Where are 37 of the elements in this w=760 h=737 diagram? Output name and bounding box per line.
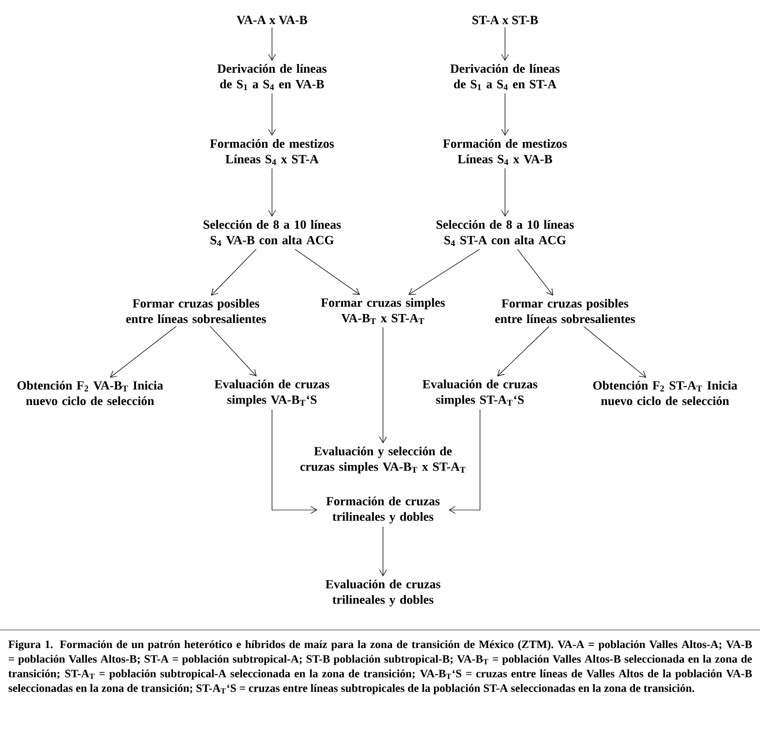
- arrow: [110, 326, 176, 378]
- step-text: Formación de mestizos Líneas S$_{4}$ x VA-B: [443, 139, 567, 165]
- step-text: Obtención F$_{2}$ ST-A$_{T}$ Inicia nuevo ciclo de selección: [593, 380, 738, 406]
- arrow: [210, 326, 257, 376]
- arrow: [448, 409, 480, 514]
- arrow: [379, 326, 387, 444]
- arrow: [210, 248, 257, 296]
- step-text: Evaluación de cruzas simples VA-B$_{T}$‘S: [214, 380, 330, 406]
- step-text: ST-A x ST-B: [472, 16, 538, 24]
- step-text: Obtención F$_{2}$ VA-B$_{T}$ Inicia nuevo ciclo de selección: [17, 380, 163, 406]
- arrow: [497, 326, 550, 376]
- arrow: [268, 92, 276, 136]
- arrow: [294, 248, 360, 295]
- step-text: Selección de 8 a 10 líneas S$_{4}$ VA-B con alta ACG: [204, 220, 341, 246]
- arrow: [272, 409, 318, 514]
- step-text: Formación de mestizos Líneas S$_{4}$ x ST-A: [210, 139, 334, 165]
- step-text: Evaluación de cruzas trilineales y dobles: [326, 580, 440, 606]
- arrow: [501, 168, 509, 217]
- arrow: [268, 27, 276, 61]
- arrow: [583, 326, 646, 378]
- arrow: [408, 248, 480, 295]
- arrow: [517, 248, 554, 296]
- step-text: Evaluación y selección de cruzas simples VA-B$_{T}$ x ST-A$_{T}$: [300, 446, 466, 474]
- step-text: Formar cruzas posibles entre líneas sobresalientes: [126, 298, 266, 324]
- arrow: [501, 27, 509, 61]
- caption: Figura 1. Formación de un patrón heterótico e híbridos de maíz para la zona de transición de México (ZTM). VA-A = población Valles Altos-A; VA-B = población Valles Altos-B; ST-A = población subtropical-A; ST-B población subtropical-B; VA-B$_{T}$ = población Valles Altos-B seleccionada en la zona de transición; ST-A$_{T}$ = población subtropical-A seleccionada en la zona de transición; VA-B$_{T}$‘S = cruzas entre líneas de Valles Altos de la población VA-B seleccionadas en la zona de transición; ST-A$_{T}$‘S = cruzas entre líneas subtropicales de la población ST-A seleccionadas en la zona de transición.: [8, 640, 752, 694]
- step-text: Derivación de líneas de S$_{1}$ a S$_{4}$ en VA-B: [217, 64, 327, 90]
- step-text: VA-A x VA-B: [236, 16, 308, 24]
- arrow: [379, 526, 387, 576]
- arrow: [501, 92, 509, 136]
- step-text: Selección de 8 a 10 líneas S$_{4}$ ST-A con alta ACG: [436, 220, 574, 246]
- step-text: Evaluación de cruzas simples ST-A$_{T}$‘S: [422, 380, 538, 406]
- step-text: Formación de cruzas trilineales y dobles: [326, 496, 440, 524]
- step-text: Derivación de líneas de S$_{1}$ a S$_{4}$ en ST-A: [450, 64, 560, 90]
- step-text: Formar cruzas simples VA-B$_{T}$ x ST-A$_{T}$: [321, 298, 445, 324]
- step-text: Formar cruzas posibles entre líneas sobresalientes: [495, 298, 635, 324]
- arrow: [268, 168, 276, 217]
